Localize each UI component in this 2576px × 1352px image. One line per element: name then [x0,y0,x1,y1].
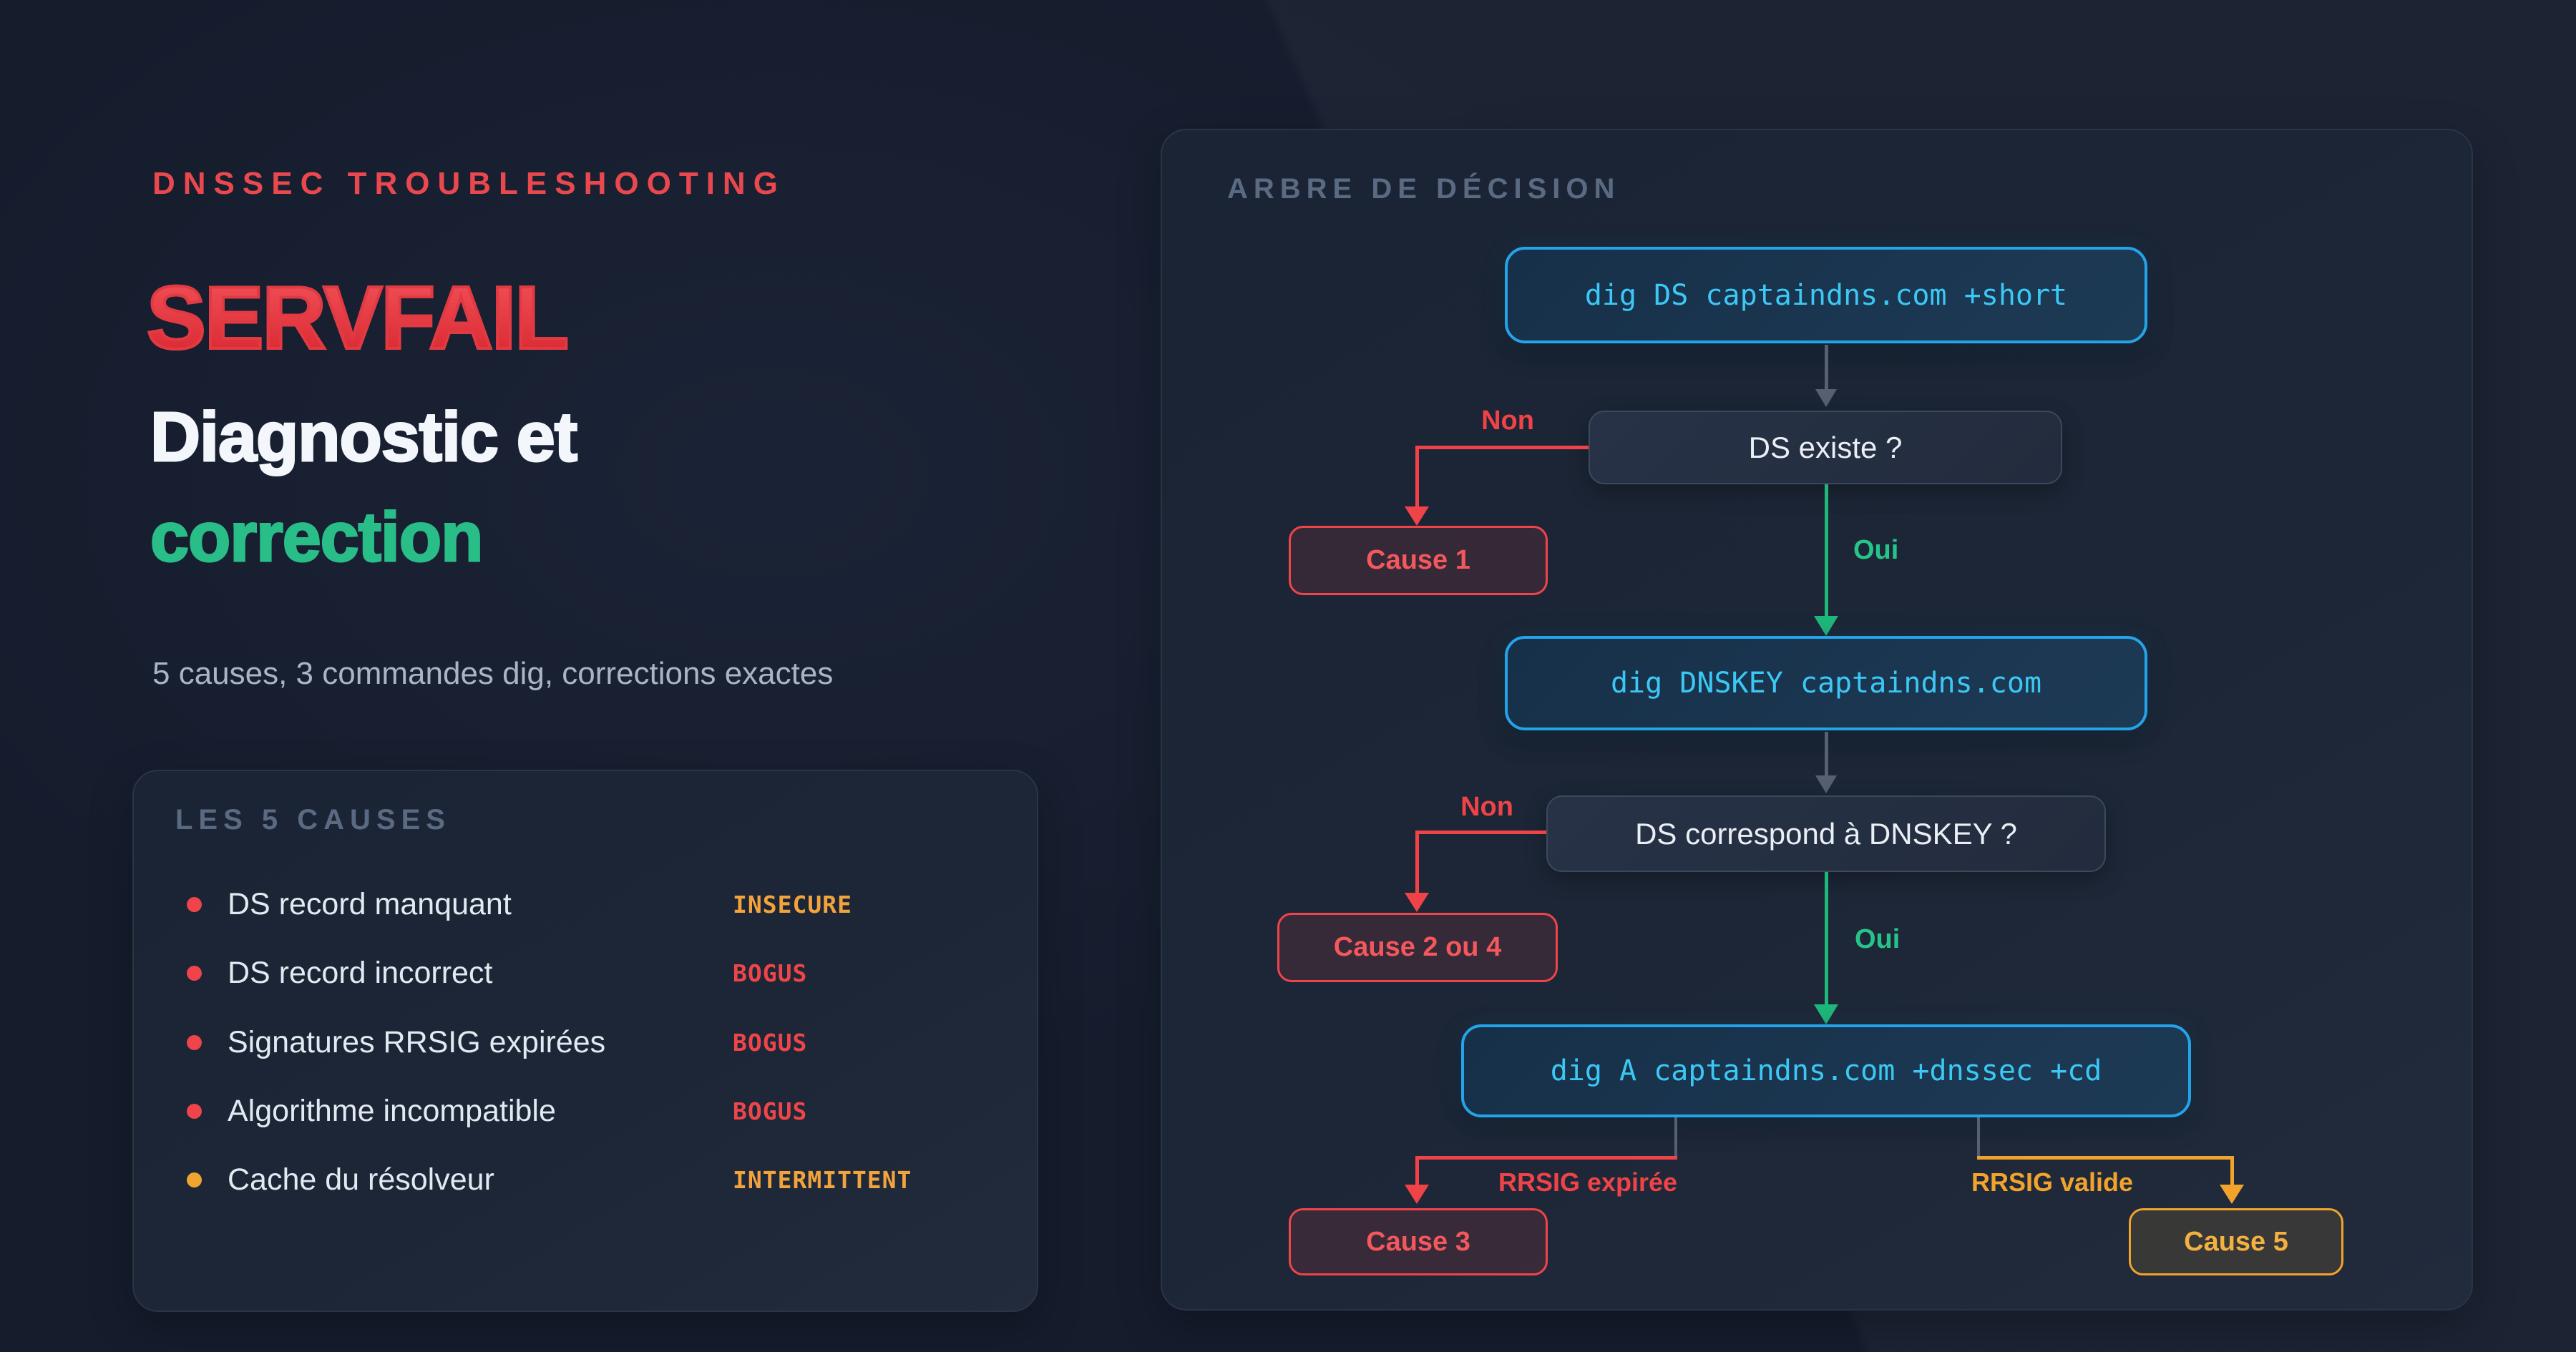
edge-label-no: Non [1481,406,1534,436]
arrow-down-icon [1405,506,1429,526]
node-cause-3: Cause 3 [1289,1208,1548,1275]
connector-no [1417,831,1546,834]
node-cause-1: Cause 1 [1289,526,1548,595]
subtitle-line-1: Diagnostic et [149,398,578,476]
cause-text: Cause 1 [1366,545,1470,575]
decision-tree-panel: ARBRE DE DÉCISION dig DS captaindns.com … [1161,129,2473,1311]
connector-no [1417,446,1589,449]
connector-no [1415,831,1419,893]
causes-panel: LES 5 CAUSES DS record manquant INSECURE… [132,770,1038,1312]
bullet-dot-icon [187,1034,202,1050]
cause-text: Cause 2 ou 4 [1333,932,1502,962]
node-cause-2-or-4: Cause 2 ou 4 [1277,913,1558,982]
connector-rrsig-expired [1415,1156,1419,1185]
question-text: DS existe ? [1748,430,1903,464]
connector-down [1674,1117,1677,1157]
cause-label: Algorithme incompatible [228,1093,556,1128]
connector-yes [1825,484,1828,616]
bullet-dot-icon [187,896,202,912]
connector-rrsig-valid [2230,1156,2234,1185]
status-badge: BOGUS [733,1097,808,1125]
status-badge: INSECURE [733,890,852,919]
node-question-ds-matches: DS correspond à DNSKEY ? [1546,795,2106,872]
arrow-down-icon [2220,1185,2244,1204]
tree-panel-title: ARBRE DE DÉCISION [1227,173,1621,205]
eyebrow-heading: DNSSEC TROUBLESHOOTING [152,166,786,201]
command-text: dig DS captaindns.com +short [1584,278,2068,312]
cause-label: Signatures RRSIG expirées [228,1024,606,1059]
node-cause-5: Cause 5 [2129,1208,2343,1275]
cause-text: Cause 5 [2184,1226,2288,1257]
arrow-down-icon [1405,893,1429,912]
bullet-dot-icon [187,1103,202,1119]
question-text: DS correspond à DNSKEY ? [1635,816,2017,851]
connector-down [1825,732,1828,775]
tagline: 5 causes, 3 commandes dig, corrections e… [152,656,834,691]
command-text: dig A captaindns.com +dnssec +cd [1550,1054,2102,1087]
subtitle-line-2: correction [149,498,484,576]
status-badge: BOGUS [733,1028,808,1057]
node-cmd-dig-dnskey: dig DNSKEY captaindns.com [1505,636,2147,730]
causes-panel-title: LES 5 CAUSES [175,804,451,836]
edge-label-yes: Oui [1853,535,1899,565]
arrow-down-icon [1815,389,1837,407]
list-item: DS record incorrect BOGUS [187,953,1017,993]
arrow-down-icon [1815,775,1837,793]
bullet-dot-icon [187,1172,202,1187]
cause-text: Cause 3 [1366,1226,1470,1257]
connector-no [1415,446,1419,506]
list-item: Algorithme incompatible BOGUS [187,1091,1017,1131]
cause-label: DS record manquant [228,886,512,921]
cause-label: DS record incorrect [228,955,493,990]
page-title: SERVFAIL [145,269,570,368]
status-badge: INTERMITTENT [733,1165,912,1194]
arrow-down-icon [1814,616,1838,636]
list-item: DS record manquant INSECURE [187,884,1017,924]
branch-label-rrsig-expired: RRSIG expirée [1498,1167,1678,1197]
edge-label-yes: Oui [1855,924,1901,954]
branch-label-rrsig-valid: RRSIG valide [1971,1167,2134,1197]
connector-rrsig-expired [1417,1156,1677,1160]
connector-yes [1825,872,1828,1004]
arrow-down-icon [1405,1185,1429,1204]
bullet-dot-icon [187,965,202,981]
connector-down [1825,345,1828,389]
node-cmd-dig-ds: dig DS captaindns.com +short [1505,247,2147,343]
node-cmd-dig-a-dnssec: dig A captaindns.com +dnssec +cd [1461,1024,2191,1117]
connector-rrsig-valid [1977,1156,2234,1160]
edge-label-no: Non [1460,792,1513,822]
list-item: Cache du résolveur INTERMITTENT [187,1160,1017,1200]
status-badge: BOGUS [733,959,808,987]
command-text: dig DNSKEY captaindns.com [1610,667,2042,700]
node-question-ds-exists: DS existe ? [1589,411,2062,484]
arrow-down-icon [1814,1004,1838,1024]
list-item: Signatures RRSIG expirées BOGUS [187,1022,1017,1062]
connector-down [1977,1117,1980,1157]
cause-label: Cache du résolveur [228,1162,494,1197]
